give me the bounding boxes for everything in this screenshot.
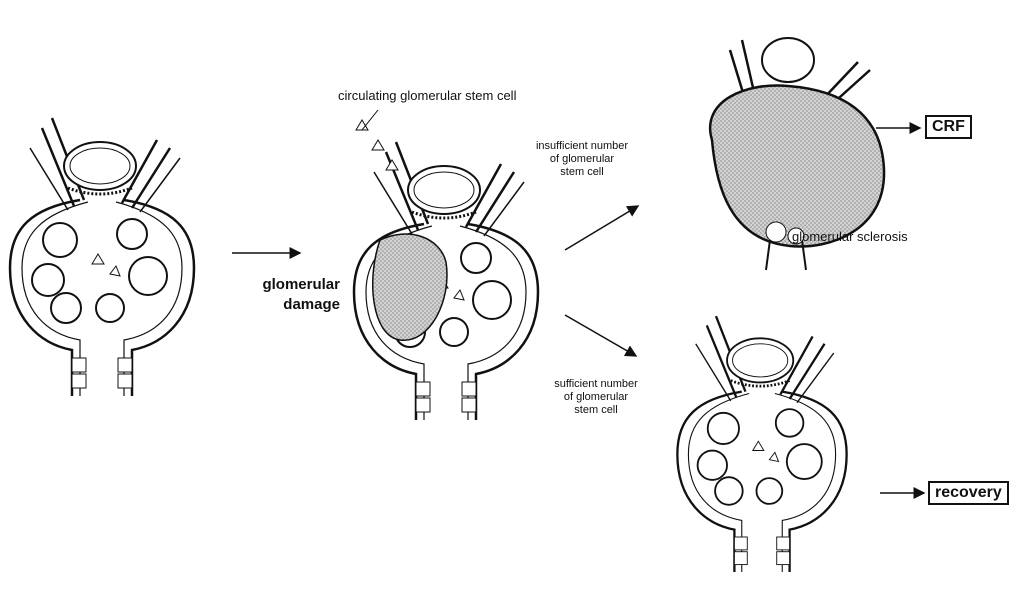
circulating-stem-cell-label: circulating glomerular stem cell bbox=[338, 88, 516, 103]
sufficient-label: sufficient number of glomerular stem cel… bbox=[536, 378, 656, 417]
crf-box: CRF bbox=[925, 115, 972, 139]
glomerular-damage-label: glomerular damage bbox=[228, 275, 340, 315]
recovery-box: recovery bbox=[928, 481, 1009, 505]
circulating-stem-cells bbox=[356, 120, 398, 170]
stem-cell-pointer bbox=[362, 110, 378, 130]
arrow-sufficient bbox=[565, 315, 636, 356]
recovered-glomerulus bbox=[677, 316, 846, 572]
insufficient-label: insufficient number of glomerular stem c… bbox=[522, 140, 642, 179]
normal-glomerulus bbox=[10, 118, 194, 396]
damaged-area bbox=[373, 234, 447, 340]
arrow-insufficient bbox=[565, 206, 638, 250]
glomerular-sclerosis-label: glomerular sclerosis bbox=[792, 229, 908, 244]
damaged-glomerulus bbox=[354, 120, 538, 420]
